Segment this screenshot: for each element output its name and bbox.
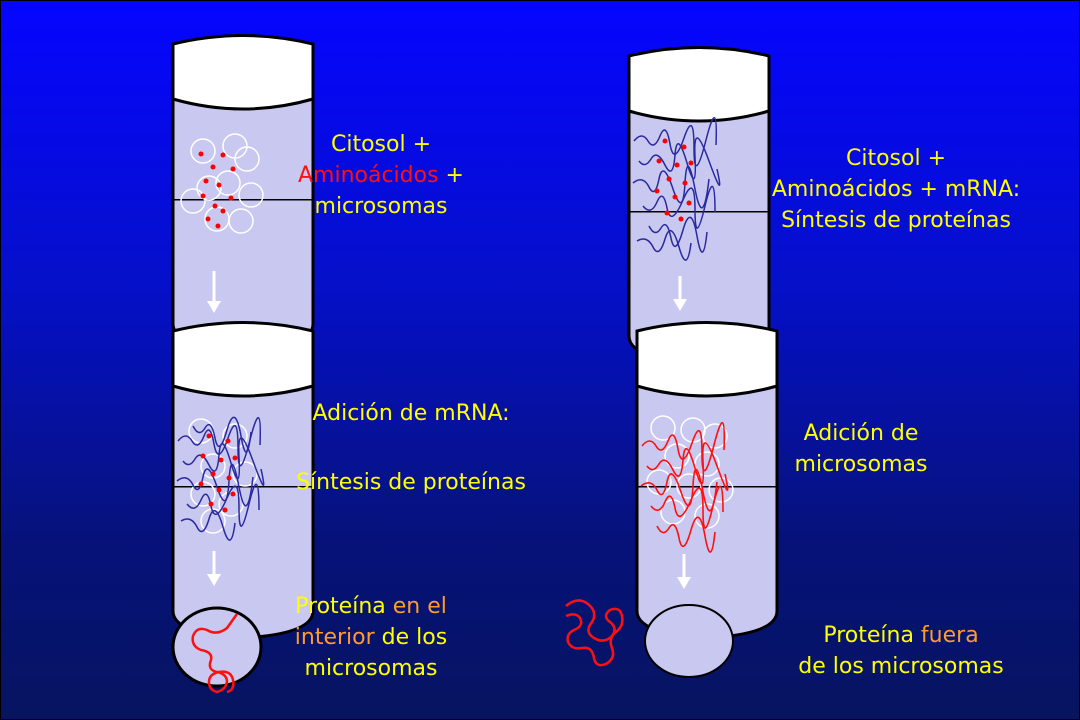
- label-line: Síntesis de proteínas: [296, 470, 526, 495]
- mrna-right-1: [632, 117, 721, 261]
- protein-outside: [565, 599, 624, 667]
- tube-left-2: [171, 321, 315, 640]
- tube-right-2: [635, 321, 779, 640]
- tube-left-1: [171, 34, 315, 353]
- empty-microsome: [644, 604, 734, 678]
- label-line: Aminoácidos + mRNA:: [771, 177, 1021, 202]
- amino-acids-left-2: [198, 433, 238, 513]
- microsome-with-protein: [171, 606, 263, 694]
- label-line: de los microsomas: [798, 654, 1004, 679]
- label-line: Adición de: [803, 421, 919, 446]
- tube-right-1: [627, 46, 771, 365]
- arrow-right-1: [673, 276, 687, 311]
- amino-acids-left-1: [198, 151, 236, 229]
- arrow-right-2: [677, 554, 691, 589]
- mrna-left-2: [176, 416, 265, 541]
- label-line: Citosol +: [330, 132, 432, 157]
- arrow-left-1: [207, 271, 221, 313]
- label-right-step2: Adición de microsomas: [761, 418, 961, 480]
- highlight-en-el: en el: [392, 594, 447, 619]
- label-line: microsomas: [314, 194, 448, 219]
- label-line: microsomas: [304, 656, 438, 681]
- label-line: Adición de mRNA:: [312, 401, 510, 426]
- label-line: Citosol +: [845, 146, 947, 171]
- label-line-rest: +: [438, 163, 464, 188]
- label-right-step3: Proteína fuera de los microsomas: [761, 620, 1041, 682]
- label-right-step1: Citosol + Aminoácidos + mRNA: Síntesis d…: [746, 143, 1046, 236]
- arrow-left-2: [207, 551, 221, 586]
- label-line: Proteína: [823, 623, 921, 648]
- proteins-right-2: [640, 421, 729, 553]
- highlight-fuera: fuera: [920, 623, 979, 648]
- label-left-step3: Proteína en el interior de los microsoma…: [261, 591, 481, 684]
- label-line: Síntesis de proteínas: [781, 208, 1011, 233]
- protein-inside: [191, 613, 239, 694]
- label-line: Proteína: [295, 594, 393, 619]
- label-line-rest: de los: [374, 625, 448, 650]
- highlight-aminoacidos: Aminoácidos: [297, 163, 439, 188]
- label-left-step1: Citosol + Aminoácidos + microsomas: [261, 129, 501, 222]
- label-left-step2: Adición de mRNA: Síntesis de proteínas: [266, 398, 556, 498]
- label-line: microsomas: [794, 452, 928, 477]
- highlight-interior: interior: [294, 625, 375, 650]
- amino-acids-right-1: [654, 138, 694, 222]
